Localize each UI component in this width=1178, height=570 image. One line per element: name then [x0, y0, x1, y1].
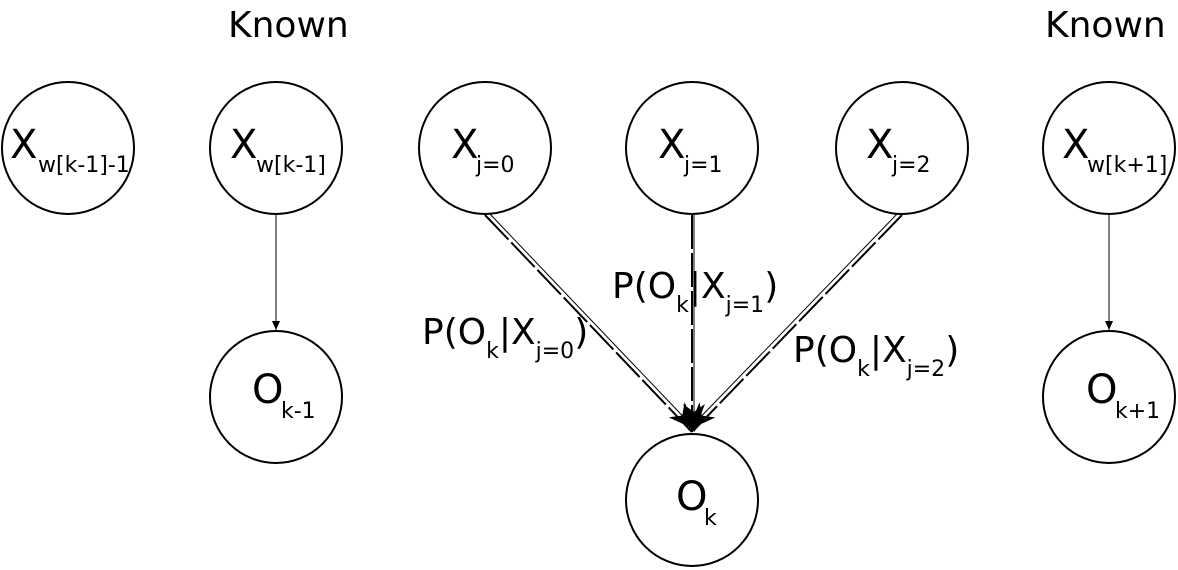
node-x-j1: X j=1 — [625, 81, 759, 215]
known-label-left: Known — [228, 5, 349, 46]
edge-label-p-ok-given-xj1: P(Ok|Xj=1) — [612, 266, 778, 318]
node-o-next-sub: k+1 — [1115, 399, 1160, 424]
node-o-prev-sub: k-1 — [281, 399, 316, 424]
node-x-prev-prev-main: X — [10, 122, 37, 168]
node-x-j2-sub: j=2 — [891, 153, 931, 178]
edge-xj1-to-ok — [683, 215, 705, 432]
node-x-j0-sub: j=0 — [475, 153, 515, 178]
node-x-next: X w[k+1] — [1042, 81, 1176, 215]
node-o-next-main: O — [1086, 367, 1117, 413]
edge-xj2-to-ok — [687, 212, 903, 433]
node-x-j2: X j=2 — [835, 81, 969, 215]
node-x-prev-main: X — [230, 122, 257, 168]
edge-label-p-ok-given-xj2: P(Ok|Xj=2) — [793, 330, 959, 382]
known-label-right: Known — [1045, 5, 1166, 46]
node-x-prev-sub: w[k-1] — [256, 153, 326, 178]
node-x-prev-prev: X w[k-1]-1 — [1, 81, 135, 215]
node-o-k-sub: k — [704, 506, 717, 531]
node-o-next: O k+1 — [1042, 330, 1176, 464]
node-o-prev: O k-1 — [209, 330, 343, 464]
node-o-k: O k — [625, 433, 759, 567]
node-o-prev-main: O — [252, 367, 283, 413]
node-x-next-main: X — [1062, 122, 1089, 168]
node-x-j2-main: X — [866, 122, 893, 168]
node-x-prev-prev-sub: w[k-1]-1 — [38, 153, 130, 178]
node-x-j1-sub: j=1 — [683, 153, 723, 178]
node-x-prev: X w[k-1] — [209, 81, 343, 215]
edge-xj0-to-ok — [484, 212, 697, 433]
node-x-j1-main: X — [658, 122, 685, 168]
edge-label-p-ok-given-xj0: P(Ok|Xj=0) — [422, 312, 588, 364]
node-o-k-main: O — [676, 474, 707, 520]
node-x-next-sub: w[k+1] — [1087, 153, 1167, 178]
node-x-j0: X j=0 — [418, 81, 552, 215]
node-x-j0-main: X — [451, 122, 478, 168]
